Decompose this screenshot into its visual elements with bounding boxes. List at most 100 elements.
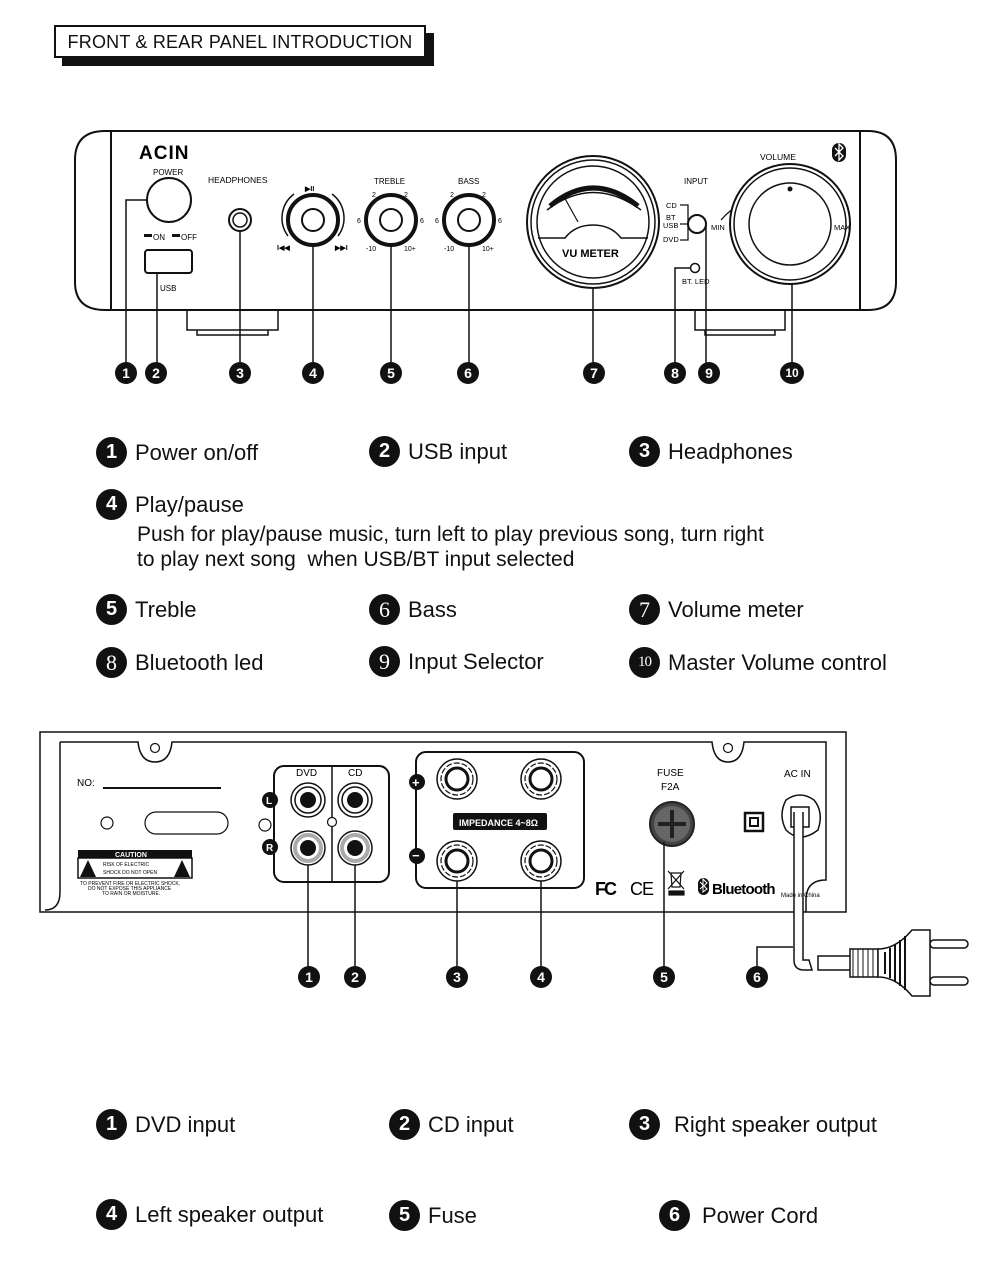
input-option-usb: USB	[663, 221, 678, 230]
legend-number: 2	[369, 436, 400, 467]
legend-label: USB input	[408, 438, 508, 464]
caution-title: CAUTION	[115, 852, 147, 859]
front-callout: 7	[583, 362, 605, 384]
bluetooth-text: Bluetooth	[712, 881, 775, 898]
legend-number: 6	[369, 594, 400, 625]
legend-label: Right speaker output	[674, 1111, 878, 1137]
legend-number: 5	[389, 1200, 420, 1231]
vu-meter-label: VU METER	[562, 248, 619, 260]
master-volume-knob[interactable]	[729, 163, 851, 285]
dvd-input-right[interactable]	[290, 830, 326, 866]
legend-item: 2 USB input	[369, 436, 507, 467]
front-callout: 2	[145, 362, 167, 384]
speaker-terminal[interactable]	[520, 758, 562, 800]
fuse-holder[interactable]	[649, 801, 695, 847]
impedance-label: IMPEDANCE 4~8Ω	[459, 818, 538, 828]
rear-callout: 1	[298, 966, 320, 988]
power-cord	[793, 812, 814, 971]
right-channel-label: R	[266, 843, 274, 854]
legend-label: Power Cord	[702, 1202, 819, 1228]
cd-label: CD	[348, 768, 362, 779]
legend-number: 5	[96, 594, 127, 625]
weee-icon	[667, 870, 685, 896]
legend-item: 1 DVD input	[96, 1109, 235, 1140]
treble-scale-label: 6	[420, 218, 424, 225]
dvd-label: DVD	[296, 768, 317, 779]
legend-number: 1	[96, 1109, 127, 1140]
treble-scale-label: -10	[366, 246, 376, 253]
legend-label: DVD input	[135, 1111, 236, 1137]
warning-text: TO PREVENT FIRE OR ELECTRIC SHOCK,	[80, 881, 180, 887]
bass-scale-label: 2	[482, 192, 486, 199]
bt-led-label: BT. LED	[682, 277, 710, 286]
double-insulation-icon	[743, 811, 765, 833]
legend-description: Push for play/pause music, turn left to …	[137, 523, 764, 546]
bass-scale-label: 10+	[482, 246, 494, 253]
bass-label: BASS	[458, 177, 479, 186]
input-option-bt: BT	[666, 213, 676, 222]
min-label: MIN	[711, 223, 725, 232]
legend-label: Power on/off	[135, 439, 259, 465]
legend-item: 6 Power Cord	[659, 1200, 818, 1231]
front-panel-diagram: ACIN POWER ON OFF USB HEADPHONES ▶II I◀◀…	[74, 130, 897, 364]
page-title: FRONT & REAR PANEL INTRODUCTION	[67, 32, 413, 52]
rear-callout: 4	[530, 966, 552, 988]
legend-label: Headphones	[668, 438, 793, 464]
treble-label: TREBLE	[374, 177, 405, 186]
input-selector-knob[interactable]	[687, 214, 707, 234]
rear-panel-diagram: NO: CAUTION RISK OF ELECTRIC SHOCK DO NO…	[39, 731, 969, 997]
speaker-terminal[interactable]	[436, 840, 478, 882]
warning-text: TO RAIN OR MOISTURE.	[102, 891, 160, 897]
legend-number: 6	[659, 1200, 690, 1231]
next-track-icon: ▶▶I	[334, 245, 348, 252]
off-label: OFF	[181, 233, 197, 242]
play-pause-icon: ▶II	[304, 186, 314, 193]
speaker-terminal[interactable]	[436, 758, 478, 800]
legend-label: Input Selector	[408, 648, 544, 674]
caution-text: RISK OF ELECTRIC	[103, 862, 150, 868]
fuse-label: FUSE	[657, 768, 684, 779]
power-label: POWER	[153, 168, 183, 177]
legend-label: CD input	[428, 1111, 514, 1137]
cd-input-left[interactable]	[337, 782, 373, 818]
usb-port[interactable]	[144, 249, 193, 274]
ce-mark: CE	[630, 879, 654, 899]
front-callout: 10	[780, 362, 804, 384]
vu-meter: VU METER	[526, 155, 660, 289]
ac-in-label: AC IN	[784, 769, 811, 780]
page-title-box: FRONT & REAR PANEL INTRODUCTION	[54, 25, 426, 58]
bass-scale-label: 2	[450, 192, 454, 199]
legend-number: 7	[629, 594, 660, 625]
legend-number: 8	[96, 647, 127, 678]
legend-number: 1	[96, 437, 127, 468]
negative-terminal-label: −	[412, 848, 420, 863]
front-callout: 4	[302, 362, 324, 384]
positive-terminal-label: +	[412, 775, 420, 790]
speaker-terminal[interactable]	[520, 840, 562, 882]
made-in-label: Made in China	[781, 893, 820, 899]
legend-number: 10	[629, 647, 660, 678]
serial-number-label: NO:	[77, 778, 95, 789]
cd-input-right[interactable]	[337, 830, 373, 866]
front-callout: 9	[698, 362, 720, 384]
rear-callout: 2	[344, 966, 366, 988]
rear-callout: 5	[653, 966, 675, 988]
treble-scale-label: 2	[372, 192, 376, 199]
legend-description: to play next song when USB/BT input sele…	[137, 548, 575, 571]
input-option-dvd: DVD	[663, 235, 679, 244]
bluetooth-logo: Bluetooth	[698, 877, 776, 898]
rear-callouts: 1 2 3 4 5 6	[0, 960, 1000, 1000]
dvd-input-left[interactable]	[290, 782, 326, 818]
previous-track-icon: I◀◀	[277, 245, 290, 252]
on-label: ON	[153, 233, 165, 242]
rear-callout: 6	[746, 966, 768, 988]
